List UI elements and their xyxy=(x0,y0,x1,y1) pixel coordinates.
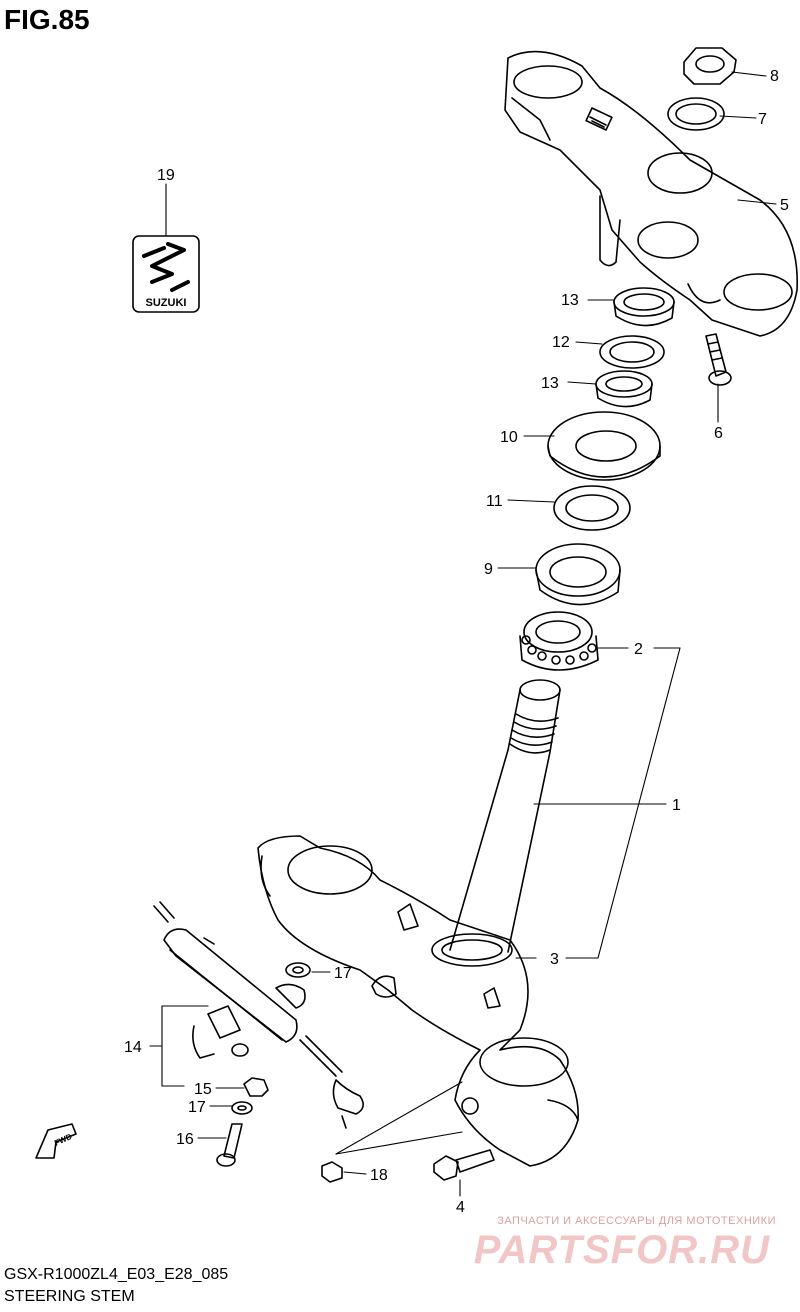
washer-7 xyxy=(667,97,725,131)
callout-10: 10 xyxy=(500,429,518,446)
bearing-2 xyxy=(519,611,599,671)
callout-4: 4 xyxy=(456,1199,465,1216)
washer-17-lower xyxy=(231,1101,253,1115)
callout-15: 15 xyxy=(194,1081,212,1098)
callout-2: 2 xyxy=(634,641,643,658)
emblem-text: SUZUKI xyxy=(146,297,187,309)
nut-18 xyxy=(321,1161,343,1183)
nut-15 xyxy=(243,1077,269,1097)
model-code: GSX-R1000ZL4_E03_E28_085 xyxy=(4,1266,229,1283)
callout-6: 6 xyxy=(714,425,723,442)
washer-17-upper xyxy=(285,962,311,978)
bearing-9 xyxy=(535,543,621,606)
bolt-4 xyxy=(433,1149,495,1181)
steering-stem-1 xyxy=(449,679,561,953)
callout-1: 1 xyxy=(672,797,681,814)
bolt-6 xyxy=(705,333,732,386)
dust-seal-10 xyxy=(547,411,661,481)
ring-nut-13-upper xyxy=(613,287,675,327)
callout-17b: 17 xyxy=(188,1099,206,1116)
callout-numbers: 8 7 5 19 13 12 13 6 10 11 9 2 1 3 17 14 … xyxy=(124,68,789,1216)
callout-8: 8 xyxy=(770,68,779,85)
lower-bracket xyxy=(257,835,579,1167)
upper-bracket xyxy=(504,50,798,337)
steering-damper-14 xyxy=(153,901,364,1129)
watermark-tagline: ЗАПЧАСТИ И АКСЕССУАРЫ ДЛЯ МОТОТЕХНИКИ xyxy=(497,1215,776,1227)
callout-18: 18 xyxy=(370,1167,388,1184)
bolt-16 xyxy=(216,1123,243,1167)
section-name: STEERING STEM xyxy=(4,1288,135,1305)
callout-11: 11 xyxy=(486,493,503,510)
washer-12 xyxy=(599,335,665,369)
callout-12: 12 xyxy=(552,334,570,351)
callout-5: 5 xyxy=(780,197,789,214)
callout-9: 9 xyxy=(484,561,493,578)
leader-lines xyxy=(149,71,777,1197)
callout-3: 3 xyxy=(550,951,559,968)
ring-nut-13-lower xyxy=(595,370,653,408)
figure-title: FIG.85 xyxy=(4,4,90,35)
callout-17a: 17 xyxy=(334,965,352,982)
fwd-arrow-icon xyxy=(35,1123,77,1159)
callout-7: 7 xyxy=(758,111,767,128)
watermark-brand: PARTSFOR.RU xyxy=(473,1228,770,1272)
callout-19: 19 xyxy=(157,167,175,184)
callout-16: 16 xyxy=(176,1131,194,1148)
callout-13b: 13 xyxy=(541,375,559,392)
washer-11 xyxy=(553,485,631,531)
nut-8 xyxy=(683,47,737,85)
callout-13a: 13 xyxy=(561,292,579,309)
callout-14: 14 xyxy=(124,1039,142,1056)
